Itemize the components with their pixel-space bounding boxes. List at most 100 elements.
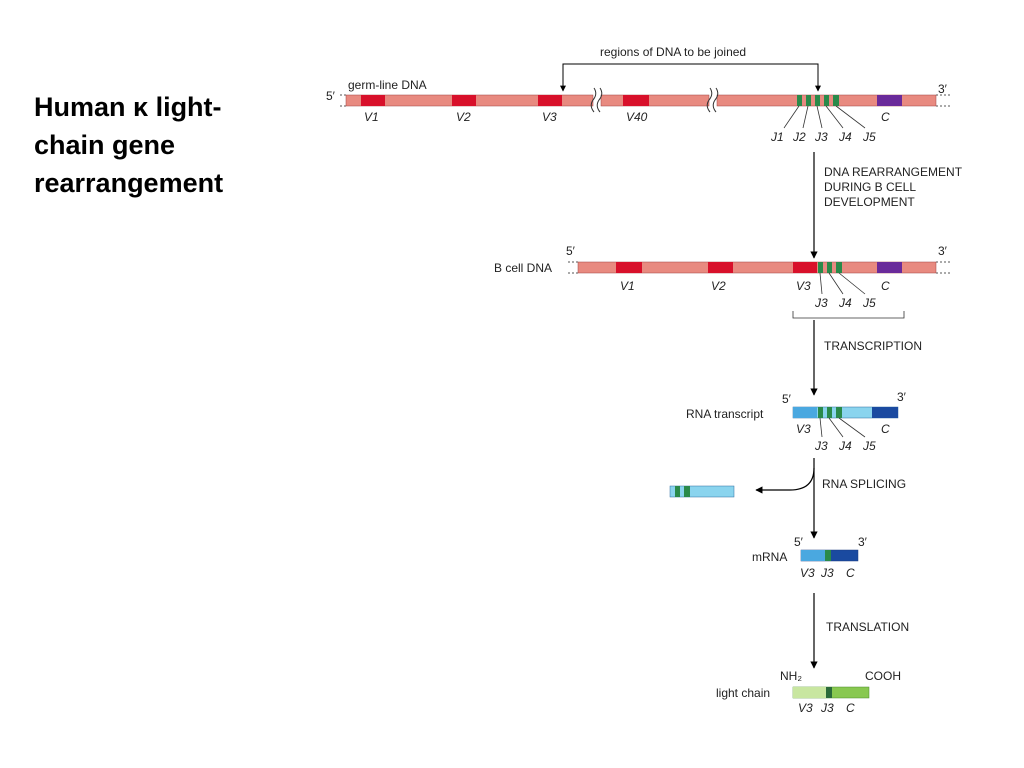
protein-c-label: C (846, 701, 855, 715)
bcell-label: B cell DNA (494, 261, 552, 275)
germline-v1-label: V1 (364, 110, 379, 124)
rearrangement-step-line-3: DEVELOPMENT (824, 195, 915, 209)
rna-j4-leader (828, 417, 844, 438)
rna-5prime: 5′ (782, 392, 792, 406)
germline-j1-label: J1 (770, 130, 784, 144)
mrna-j3-segment (825, 550, 831, 561)
rna-v3-label: V3 (796, 422, 811, 436)
bcell-v1-label: V1 (620, 279, 635, 293)
mrna-v3-segment (801, 550, 825, 561)
germline-v40-segment (623, 95, 649, 106)
bcell-3prime: 3′ (938, 244, 948, 258)
bcell-c-label: C (881, 279, 890, 293)
bcell-j5-label: J5 (862, 296, 876, 310)
germline-dna: germ-line DNA 5′ 3′ V1 V2 V3 V40 (326, 45, 952, 144)
germline-j2-segment (806, 95, 811, 106)
bcell-v2-segment (708, 262, 733, 273)
germline-j1-segment (797, 95, 802, 106)
germline-j4-leader (825, 105, 844, 129)
mrna-c-label: C (846, 566, 855, 580)
protein-label: light chain (716, 686, 770, 700)
bcell-j3-label: J3 (814, 296, 828, 310)
germline-j5-leader (835, 105, 866, 129)
bcell-c-segment (877, 262, 902, 273)
germline-c-label: C (881, 110, 890, 124)
bcell-v2-label: V2 (711, 279, 726, 293)
light-chain: light chain NH₂ COOH V3 J3 C (716, 669, 901, 715)
germline-j3-leader (816, 105, 823, 129)
mrna-j3-label: J3 (820, 566, 834, 580)
germline-label: germ-line DNA (348, 78, 427, 92)
rna-c-label: C (881, 422, 890, 436)
germline-j1-leader (783, 105, 800, 129)
germline-j2-leader (802, 105, 809, 129)
rna-j5-label: J5 (862, 439, 876, 453)
germline-j2-label: J2 (792, 130, 806, 144)
germline-v3-segment (538, 95, 562, 106)
germline-j4-label: J4 (838, 130, 852, 144)
rna-j3-label: J3 (814, 439, 828, 453)
germline-bar-part-2 (600, 94, 710, 107)
germline-5prime: 5′ (326, 89, 336, 103)
germline-v3-label: V3 (542, 110, 557, 124)
excised-j-segment-2 (684, 486, 690, 497)
germline-j5-segment (833, 95, 839, 106)
title-line-3: rearrangement (34, 168, 224, 198)
germline-j3-segment (815, 95, 820, 106)
excised-j-segment-1 (675, 486, 680, 497)
rna-j5-segment (836, 407, 842, 418)
bcell-v3-label: V3 (796, 279, 811, 293)
slide-title: Human κ light- chain gene rearrangement (34, 88, 294, 202)
bcell-j5-leader (838, 272, 866, 295)
spliced-out-arrow (755, 467, 815, 494)
rna-j4-label: J4 (838, 439, 852, 453)
bcell-v3-segment (793, 262, 817, 273)
rna-label: RNA transcript (686, 407, 764, 421)
join-label: regions of DNA to be joined (600, 45, 746, 59)
rearrangement-step-line-2: DURING B CELL (824, 180, 916, 194)
germline-j4-segment (824, 95, 829, 106)
germline-v2-label: V2 (456, 110, 471, 124)
title-line-1: Human κ light- (34, 92, 222, 122)
rna-3prime: 3′ (897, 390, 907, 404)
mrna-5prime: 5′ (794, 535, 804, 549)
bcell-j4-label: J4 (838, 296, 852, 310)
protein-v3-label: V3 (798, 701, 813, 715)
protein-cooh: COOH (865, 669, 901, 683)
bcell-5prime: 5′ (566, 244, 576, 258)
rna-j3-leader (819, 417, 823, 438)
bcell-bar (577, 261, 937, 274)
transcribed-region-bracket (792, 311, 905, 319)
bcell-j4-leader (828, 272, 844, 295)
transcription-step: TRANSCRIPTION (824, 339, 922, 353)
mrna-v3-label: V3 (800, 566, 815, 580)
bcell-v1-segment (616, 262, 642, 273)
germline-v1-segment (361, 95, 385, 106)
bcell-j4-segment (827, 262, 832, 273)
bcell-j3-leader (819, 272, 823, 295)
rna-v3-segment (793, 407, 817, 418)
rna-transcript: RNA transcript 5′ 3′ V3 C J3 J4 J5 (686, 390, 907, 453)
excised-rna-fragment (669, 485, 735, 498)
protein-j3-label: J3 (820, 701, 834, 715)
germline-v2-segment (452, 95, 476, 106)
title-line-2: chain gene (34, 130, 176, 160)
rna-c-segment (872, 407, 898, 418)
germline-v40-label: V40 (626, 110, 648, 124)
join-bracket-arrow (560, 63, 821, 92)
protein-j3-segment (826, 687, 832, 698)
germline-j5-label: J5 (862, 130, 876, 144)
mrna: mRNA 5′ 3′ V3 J3 C (752, 535, 868, 580)
rna-j5-leader (838, 417, 866, 438)
germline-j3-label: J3 (814, 130, 828, 144)
protein-nh2: NH₂ (780, 669, 802, 683)
splicing-step: RNA SPLICING (822, 477, 906, 491)
rearrangement-step-line-1: DNA REARRANGEMENT (824, 165, 963, 179)
mrna-3prime: 3′ (858, 535, 868, 549)
rna-j3-segment (818, 407, 823, 418)
bcell-j3-segment (818, 262, 823, 273)
mrna-label: mRNA (752, 550, 787, 564)
germline-3prime: 3′ (938, 82, 948, 96)
germline-c-segment (877, 95, 902, 106)
